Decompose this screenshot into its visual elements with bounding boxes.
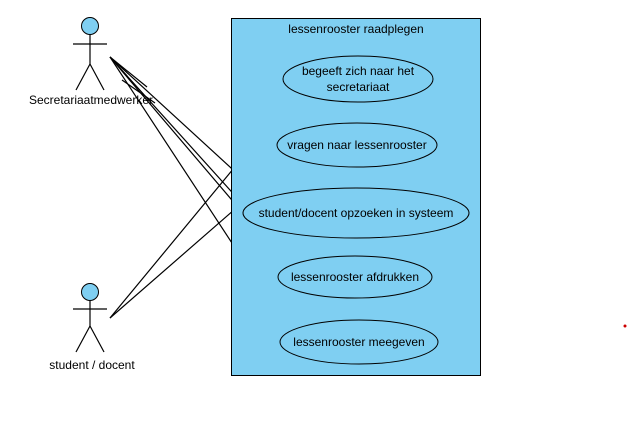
use-case-uc2-label: vragen naar lessenrooster [287, 138, 426, 152]
use-case-uc1-line2: secretariaat [327, 80, 390, 94]
actor-leg-left [75, 63, 91, 91]
actor-leg-right [89, 325, 105, 353]
use-case-uc4-label: lessenrooster afdrukken [291, 270, 419, 284]
association-secretariaat-stroke-a [121, 79, 156, 104]
use-case-uc5-label: lessenrooster meegeven [293, 335, 424, 349]
system-title: lessenrooster raadplegen [288, 22, 423, 36]
marker-dot [623, 324, 627, 328]
association-secretariaat-stroke-b [109, 56, 148, 88]
use-case-uc1-line1: begeeft zich naar het [302, 64, 415, 78]
use-case-uc5[interactable]: lessenrooster meegeven [279, 319, 439, 365]
use-case-uc2[interactable]: vragen naar lessenrooster [276, 122, 438, 168]
actor-student-docent[interactable]: student / docent [49, 283, 135, 373]
actor-leg-right [89, 63, 105, 91]
actor-head-icon [81, 17, 99, 35]
use-case-uc1[interactable]: begeeft zich naar het secretariaat [282, 55, 434, 103]
actor-secretariaat-label: Secretariaatmedwerker [29, 93, 153, 107]
actor-leg-left [75, 325, 91, 353]
actor-head-icon [81, 283, 99, 301]
actor-student-label: student / docent [49, 358, 135, 372]
use-case-uc4[interactable]: lessenrooster afdrukken [277, 255, 433, 299]
use-case-uc3[interactable]: student/docent opzoeken in systeem [242, 187, 470, 239]
use-case-uc3-label: student/docent opzoeken in systeem [259, 206, 454, 220]
actor-secretariaatmedwerker[interactable]: Secretariaatmedwerker [29, 17, 153, 108]
